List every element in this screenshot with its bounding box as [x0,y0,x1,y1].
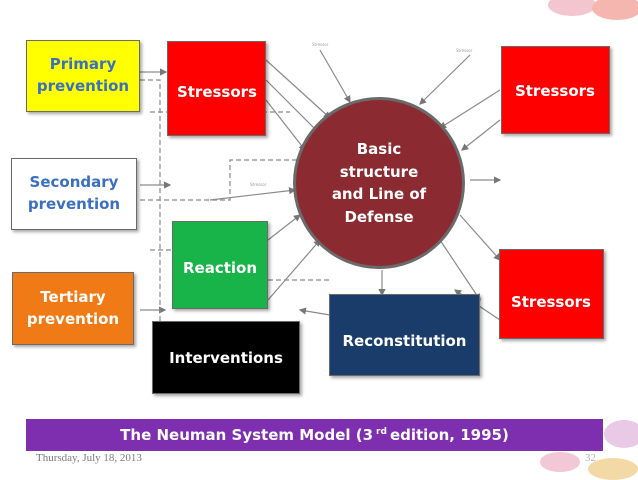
banner-text-after: edition, 1995) [389,426,509,444]
banner-text-before: The Neuman System Model (3 [120,426,374,444]
banner-superscript: rd [376,427,387,437]
svg-text:Stressor: Stressor [250,182,267,187]
reconstitution-box: Reconstitution [329,294,480,376]
basic-structure-circle: Basic structure and Line of Defense [293,97,465,269]
reaction-label: Reaction [182,259,258,277]
center-line-3: and Line of [331,185,427,203]
center-line-4: Defense [344,207,414,226]
svg-text:Stressor: Stressor [456,48,473,53]
reconstitution-label: Reconstitution [342,332,467,350]
page-number: 32 [585,452,596,464]
stressors-box-top-right: Stressors [501,46,610,134]
reaction-box: Reaction [172,221,268,309]
stressors-box-right: Stressors [499,249,604,339]
model-title-banner: The Neuman System Model (3 rd edition, 1… [26,419,603,451]
tertiary-prevention-label: Tertiary prevention [26,287,120,328]
stressors-top-left-label: Stressors [176,83,257,101]
interventions-box: Interventions [152,321,300,394]
stressors-top-right-label: Stressors [514,82,595,100]
secondary-prevention-box: Secondary prevention [11,158,137,230]
center-line-1: Basic [356,140,402,158]
center-line-2: structure [339,162,419,181]
interventions-label: Interventions [169,349,283,367]
footer-date: Thursday, July 18, 2013 [36,452,142,464]
candy-decoration-bottom [540,452,580,472]
primary-prevention-box: Primary prevention [26,40,140,112]
tertiary-prevention-box: Tertiary prevention [12,272,134,345]
secondary-prevention-label: Secondary prevention [27,173,121,213]
stressors-right-label: Stressors [510,293,591,311]
candy-decoration-top-2 [592,0,638,20]
candy-decoration-right [604,420,638,448]
stressors-box-top-left: Stressors [167,41,266,136]
candy-decoration-bottom-2 [588,458,638,480]
candy-decoration-top [548,0,596,16]
primary-prevention-label: Primary prevention [36,55,130,95]
svg-text:Stressor: Stressor [312,42,329,47]
